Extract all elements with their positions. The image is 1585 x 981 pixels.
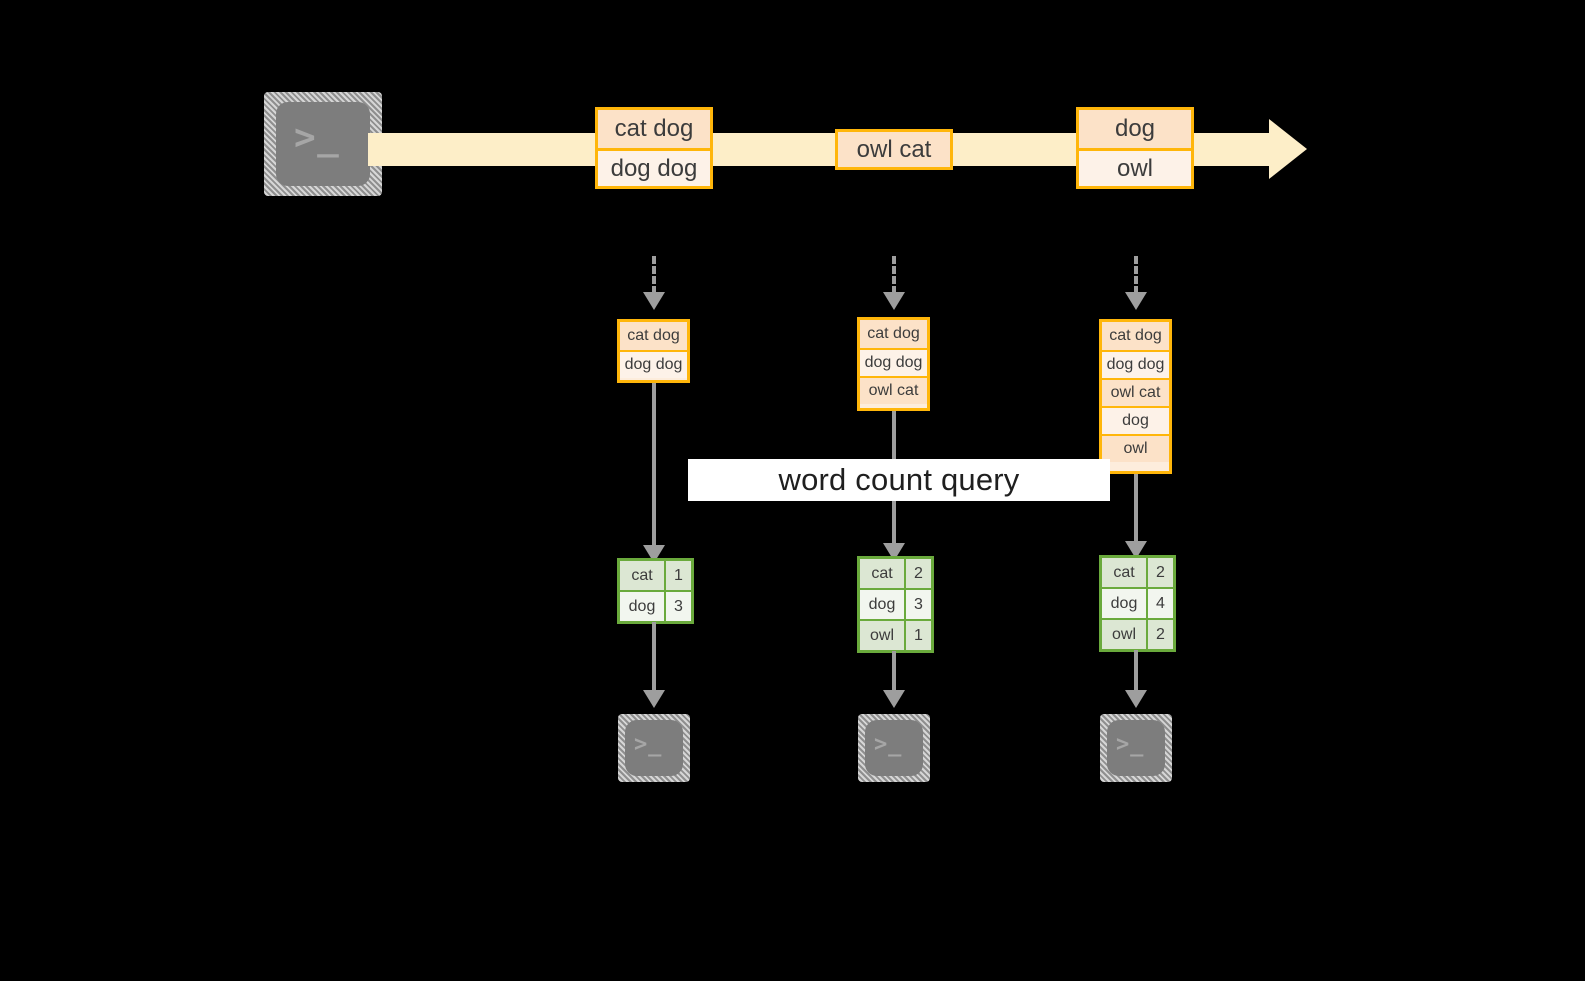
snapshot-1-input-line-2: dog dog	[620, 350, 687, 378]
snapshot-1-input-line-1: cat dog	[620, 322, 687, 350]
table-row: cat 1	[620, 561, 691, 590]
terminal-prompt-glyph: >_	[634, 732, 663, 757]
table-row: owl 2	[1102, 618, 1173, 649]
snapshot-3-input-line-5: owl	[1102, 434, 1169, 462]
snapshot-2-result-table[interactable]: cat 2 dog 3 owl 1	[857, 556, 934, 653]
snapshot-3-input-line-3: owl cat	[1102, 378, 1169, 406]
snapshot-3-sink-terminal-icon: >_	[1100, 714, 1172, 782]
snapshot-3-output-arrowhead	[1125, 690, 1147, 708]
query-label-band: word count query	[688, 459, 1110, 501]
snapshot-3-input-line-4: dog	[1102, 406, 1169, 434]
snapshot-3-result-word-2: dog	[1102, 589, 1146, 618]
table-row: cat 2	[860, 559, 931, 588]
snapshot-1-tap-arrowhead	[643, 292, 665, 310]
stream-message-1-line-1: cat dog	[598, 110, 710, 148]
snapshot-3-result-word-1: cat	[1102, 558, 1146, 587]
snapshot-1-query-line	[652, 383, 656, 555]
stream-message-3-line-2: owl	[1079, 148, 1191, 186]
snapshot-2-tap-line	[892, 256, 896, 294]
query-label-text: word count query	[778, 462, 1020, 497]
terminal-prompt-glyph: >_	[294, 117, 341, 158]
snapshot-2-output-line	[892, 651, 896, 700]
snapshot-3-query-line	[1134, 474, 1138, 551]
terminal-prompt-glyph: >_	[874, 732, 903, 757]
snapshot-3-query-arrowhead	[1125, 541, 1147, 559]
table-row: cat 2	[1102, 558, 1173, 587]
table-row: dog 3	[860, 588, 931, 619]
stream-message-3[interactable]: dog owl	[1076, 107, 1194, 189]
snapshot-1-result-count-1: 1	[664, 561, 691, 590]
snapshot-1-result-word-1: cat	[620, 561, 664, 590]
snapshot-2-input[interactable]: cat dog dog dog owl cat	[857, 317, 930, 411]
snapshot-2-input-line-1: cat dog	[860, 320, 927, 348]
record-stream-arrowhead	[1269, 119, 1307, 179]
snapshot-2-result-count-1: 2	[904, 559, 931, 588]
snapshot-2-sink-terminal-icon: >_	[858, 714, 930, 782]
snapshot-3-output-line	[1134, 650, 1138, 700]
snapshot-2-input-line-3: owl cat	[860, 376, 927, 404]
table-row: dog 4	[1102, 587, 1173, 618]
snapshot-3-input[interactable]: cat dog dog dog owl cat dog owl	[1099, 319, 1172, 474]
terminal-body	[865, 720, 923, 776]
source-terminal-icon: >_	[264, 92, 382, 196]
stream-message-1[interactable]: cat dog dog dog	[595, 107, 713, 189]
snapshot-1-tap-line	[652, 256, 656, 294]
snapshot-3-tap-arrowhead	[1125, 292, 1147, 310]
snapshot-3-input-line-2: dog dog	[1102, 350, 1169, 378]
snapshot-1-sink-terminal-icon: >_	[618, 714, 690, 782]
snapshot-3-result-count-3: 2	[1146, 620, 1173, 649]
snapshot-3-result-count-1: 2	[1146, 558, 1173, 587]
terminal-body	[1107, 720, 1165, 776]
stream-message-2-line-1: owl cat	[838, 132, 950, 167]
table-row: owl 1	[860, 619, 931, 650]
snapshot-3-input-line-1: cat dog	[1102, 322, 1169, 350]
snapshot-2-result-word-3: owl	[860, 621, 904, 650]
snapshot-2-result-word-1: cat	[860, 559, 904, 588]
stream-message-3-line-1: dog	[1079, 110, 1191, 148]
snapshot-3-result-count-2: 4	[1146, 589, 1173, 618]
stream-message-2[interactable]: owl cat	[835, 129, 953, 170]
snapshot-1-result-table[interactable]: cat 1 dog 3	[617, 558, 694, 624]
terminal-prompt-glyph: >_	[1116, 732, 1145, 757]
snapshot-1-result-count-2: 3	[664, 592, 691, 621]
snapshot-1-output-arrowhead	[643, 690, 665, 708]
terminal-body	[625, 720, 683, 776]
snapshot-1-input[interactable]: cat dog dog dog	[617, 319, 690, 383]
table-row: dog 3	[620, 590, 691, 621]
snapshot-1-output-line	[652, 622, 656, 700]
terminal-body	[276, 102, 370, 186]
snapshot-2-result-word-2: dog	[860, 590, 904, 619]
snapshot-2-result-count-2: 3	[904, 590, 931, 619]
snapshot-2-input-line-2: dog dog	[860, 348, 927, 376]
snapshot-1-result-word-2: dog	[620, 592, 664, 621]
snapshot-2-result-count-3: 1	[904, 621, 931, 650]
snapshot-2-tap-arrowhead	[883, 292, 905, 310]
snapshot-3-result-table[interactable]: cat 2 dog 4 owl 2	[1099, 555, 1176, 652]
stream-message-1-line-2: dog dog	[598, 148, 710, 186]
snapshot-3-result-word-3: owl	[1102, 620, 1146, 649]
snapshot-3-tap-line	[1134, 256, 1138, 294]
snapshot-2-output-arrowhead	[883, 690, 905, 708]
